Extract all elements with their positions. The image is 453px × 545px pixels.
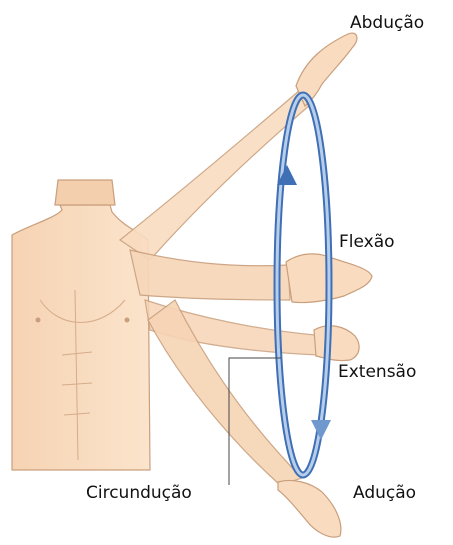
label-circunducao: Circundução xyxy=(86,485,192,502)
label-extensao: Extensão xyxy=(338,364,416,381)
arm-flexion xyxy=(130,250,290,300)
neck xyxy=(55,180,115,205)
hand-extension xyxy=(314,326,359,361)
right-nipple xyxy=(125,318,130,323)
arrow-down-icon xyxy=(311,420,331,440)
left-nipple xyxy=(36,318,41,323)
label-abducao: Abdução xyxy=(350,15,424,32)
label-flexao: Flexão xyxy=(339,234,395,251)
hand-adduction xyxy=(278,480,341,537)
label-aducao: Adução xyxy=(353,485,416,502)
